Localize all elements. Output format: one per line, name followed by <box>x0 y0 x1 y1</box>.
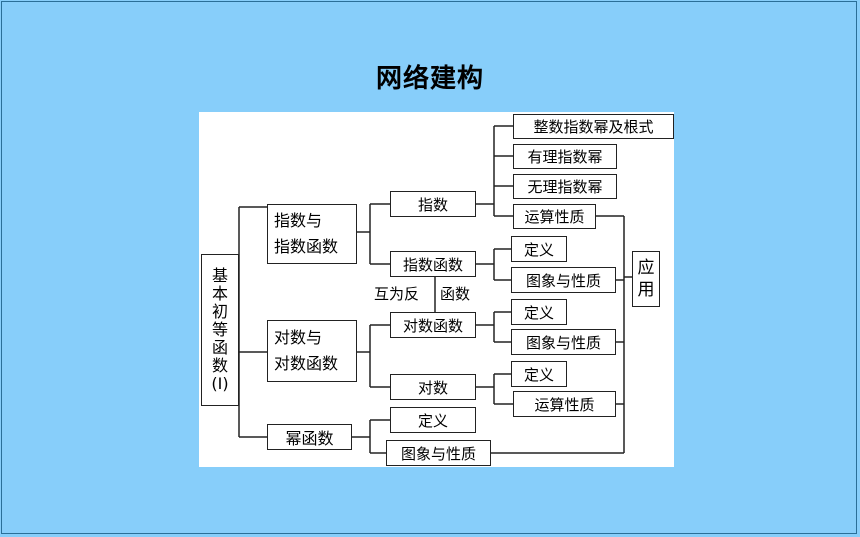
node-exp-function-graph-properties: 图象与性质 <box>511 267 616 293</box>
node-power-graph-properties: 图象与性质 <box>386 440 491 466</box>
inverse-label-right: 函数 <box>440 285 471 303</box>
node-power-definition: 定义 <box>390 407 476 433</box>
root-char: 函 <box>211 338 228 357</box>
node-log-operation-properties: 运算性质 <box>513 391 616 417</box>
application-char: 应 <box>637 258 655 278</box>
node-logarithm: 对数 <box>390 374 476 400</box>
application-char: 用 <box>637 280 655 300</box>
node-logarithm-definition: 定义 <box>511 361 567 387</box>
node-log-and-log-function: 对数与 对数函数 <box>267 320 357 382</box>
slide-title: 网络建构 <box>375 64 484 94</box>
node-power-function: 幂函数 <box>267 424 352 450</box>
root-node-basic-functions: 基 本 初 等 函 数 (Ⅰ) <box>201 254 239 406</box>
node-exponent: 指数 <box>390 191 476 217</box>
root-char: (Ⅰ) <box>211 374 229 393</box>
node-log-function-graph-properties: 图象与性质 <box>511 329 616 355</box>
root-char: 初 <box>211 302 228 321</box>
node-exp-function: 指数函数 <box>390 251 476 277</box>
node-log-function: 对数函数 <box>390 312 476 338</box>
concept-map: 基 本 初 等 函 数 (Ⅰ) 指数与 指数函数 对数与 对数函数 幂函数 指数… <box>199 112 674 467</box>
root-char: 基 <box>211 266 228 285</box>
root-char: 数 <box>211 356 228 375</box>
inverse-label-left: 互为反 <box>374 285 420 303</box>
root-char: 本 <box>211 284 228 303</box>
root-char: 等 <box>211 320 228 339</box>
node-application: 应 用 <box>632 251 660 307</box>
node-rational-power: 有理指数幂 <box>513 144 617 169</box>
node-exp-operation-properties: 运算性质 <box>513 204 596 229</box>
connector-lines <box>238 125 632 454</box>
node-exp-function-definition: 定义 <box>511 236 567 262</box>
node-exp-and-exp-function: 指数与 指数函数 <box>267 204 357 264</box>
node-irrational-power: 无理指数幂 <box>513 174 617 199</box>
node-integer-power-and-radicals: 整数指数幂及根式 <box>513 114 674 139</box>
node-log-function-definition: 定义 <box>511 299 567 325</box>
